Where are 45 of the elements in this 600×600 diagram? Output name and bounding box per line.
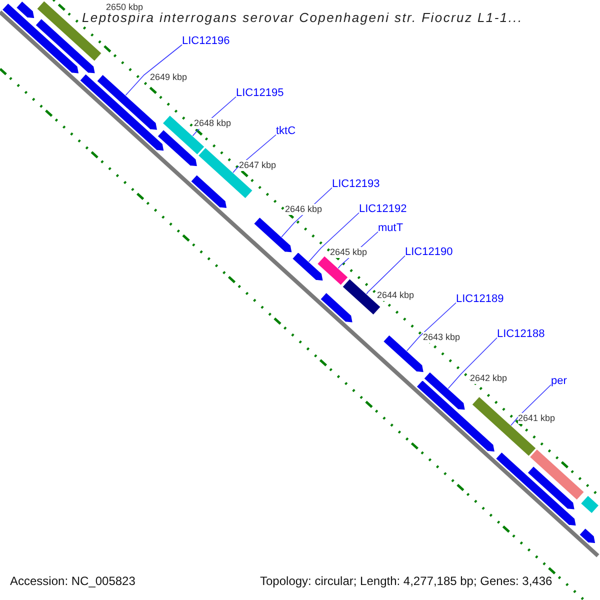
leader-line — [510, 384, 552, 426]
position-label: 2641 kbp — [518, 413, 556, 424]
gene-feature — [1, 2, 80, 74]
gene-label: LIC12189 — [456, 293, 504, 306]
gene-feature — [320, 292, 354, 324]
gene-feature — [253, 216, 293, 254]
position-label: 2650 kbp — [106, 2, 144, 13]
leader-line — [406, 302, 456, 352]
gene-feature — [423, 371, 466, 411]
gene-label: LIC12192 — [359, 203, 407, 216]
gene-feature — [526, 466, 576, 510]
leader-line — [308, 212, 360, 262]
gene-feature — [495, 451, 577, 526]
gene-feature — [190, 174, 228, 209]
position-label: 2643 kbp — [423, 332, 460, 343]
gene-label: LIC12188 — [497, 328, 545, 341]
position-label: 2649 kbp — [150, 72, 188, 83]
gene-label: LIC12193 — [332, 178, 380, 191]
gene-label: mutT — [378, 222, 404, 235]
gene-label: per — [551, 375, 567, 388]
gene-label: LIC12190 — [405, 246, 453, 259]
gene-feature — [580, 494, 600, 514]
gene-feature — [382, 334, 424, 373]
position-label: 2642 kbp — [470, 373, 508, 384]
position-label: 2647 kbp — [239, 160, 276, 171]
leader-line — [125, 44, 182, 96]
gene-feature — [528, 448, 585, 501]
leader-line — [448, 337, 498, 389]
position-label: 2648 kbp — [194, 118, 232, 129]
footer-text: Topology: circular; Length: 4,277,185 bp; Genes: 3,436 — [260, 574, 552, 588]
gene-label: LIC12195 — [236, 87, 284, 100]
gene-feature — [578, 528, 596, 544]
position-label: 2645 kbp — [330, 247, 368, 258]
footer-text: Accession: NC_005823 — [10, 574, 136, 588]
position-label: 2646 kbp — [285, 204, 322, 215]
gene-label: tktC — [276, 125, 296, 138]
genome-title: Leptospira interrogans serovar Copenhageni str. Fiocruz L1-1... — [82, 10, 523, 27]
position-label: 2644 kbp — [377, 290, 414, 301]
gene-feature — [292, 252, 324, 282]
gene-feature — [316, 255, 349, 286]
gene-feature — [156, 129, 198, 167]
gene-feature — [16, 0, 36, 19]
gene-feature — [471, 396, 537, 457]
leader-line — [366, 255, 406, 294]
gene-label: LIC12196 — [182, 35, 230, 48]
